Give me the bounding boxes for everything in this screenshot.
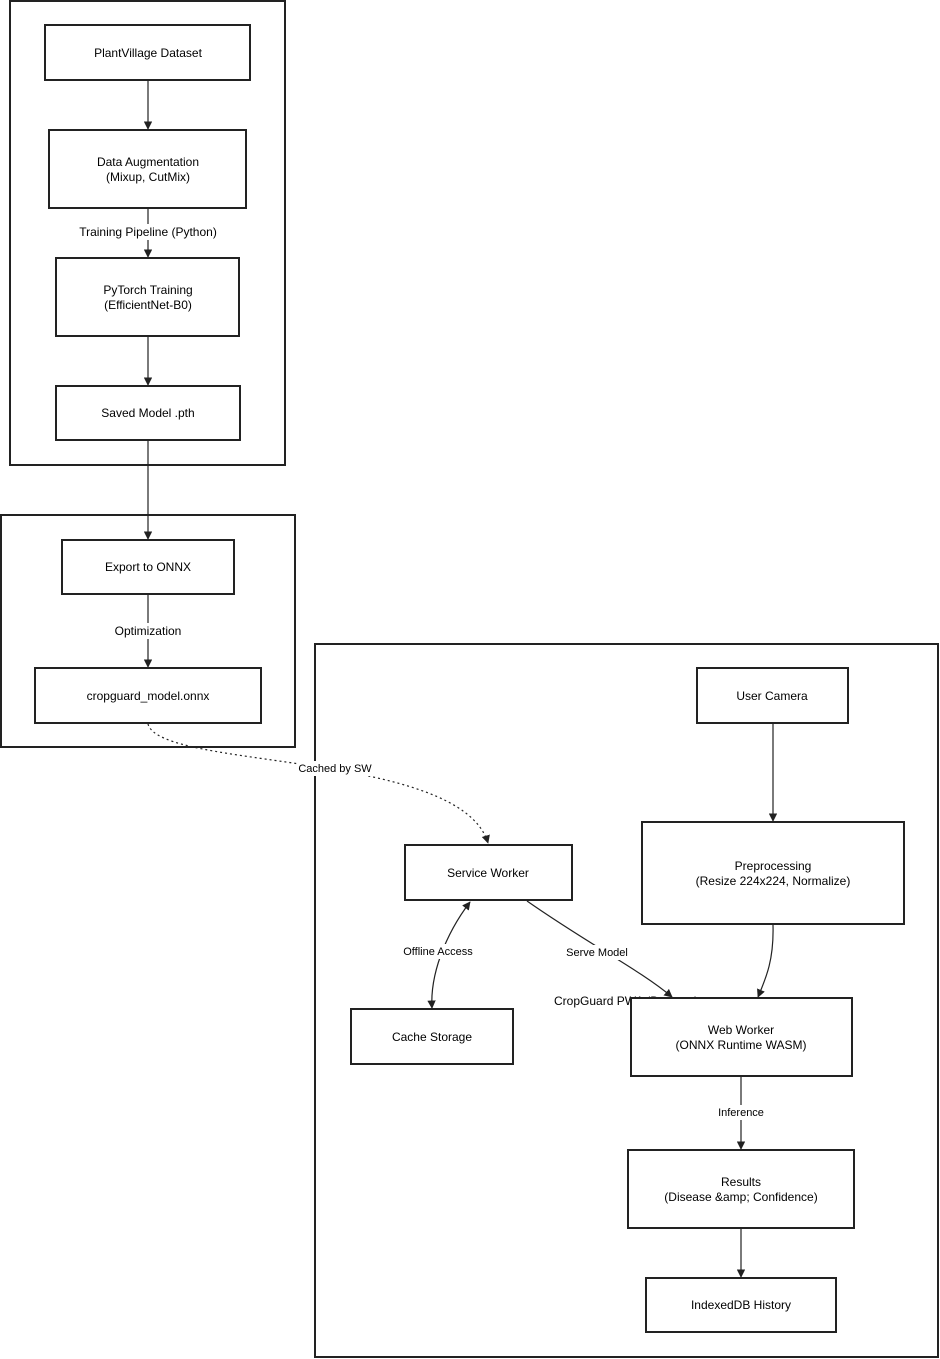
edge-onnx-sw xyxy=(147,723,490,844)
node-label: Saved Model .pth xyxy=(101,406,194,420)
node-preprocessing[interactable]: Preprocessing (Resize 224x224, Normalize… xyxy=(641,821,905,925)
node-label: Data Augmentation xyxy=(97,155,199,169)
node-cropguard-model-onnx[interactable]: cropguard_model.onnx xyxy=(34,667,262,724)
node-pytorch-training[interactable]: PyTorch Training (EfficientNet-B0) xyxy=(55,257,240,337)
node-indexeddb-history[interactable]: IndexedDB History xyxy=(645,1277,837,1333)
edge-label-inference-group: Inference xyxy=(714,1105,768,1120)
node-saved-model[interactable]: Saved Model .pth xyxy=(55,385,241,441)
edge-label-cached-by-sw: Cached by SW xyxy=(298,763,372,775)
edge-label-serve: Serve Model xyxy=(564,945,630,960)
node-label: Web Worker xyxy=(708,1023,774,1037)
edge-label-inference: Inference xyxy=(718,1107,764,1119)
node-sublabel: (Resize 224x224, Normalize) xyxy=(696,874,851,888)
node-label: Preprocessing xyxy=(735,859,812,873)
node-sublabel: (Mixup, CutMix) xyxy=(106,170,190,184)
node-label: PyTorch Training xyxy=(103,283,192,297)
node-label: Service Worker xyxy=(447,866,529,880)
node-service-worker[interactable]: Service Worker xyxy=(404,844,573,901)
node-results[interactable]: Results (Disease &amp; Confidence) xyxy=(627,1149,855,1229)
group-title-optimization: Optimization xyxy=(115,624,182,638)
group-label-optimization: Optimization xyxy=(112,623,184,639)
node-plantvillage-dataset[interactable]: PlantVillage Dataset xyxy=(44,24,251,81)
edge-label-cached: Cached by SW xyxy=(297,761,374,776)
node-user-camera[interactable]: User Camera xyxy=(696,667,849,724)
edge-label-offline-access: Offline Access xyxy=(403,946,473,958)
node-web-worker[interactable]: Web Worker (ONNX Runtime WASM) xyxy=(630,997,853,1077)
node-data-augmentation[interactable]: Data Augmentation (Mixup, CutMix) xyxy=(48,129,247,209)
node-label: cropguard_model.onnx xyxy=(87,689,210,703)
edge-label-serve-model: Serve Model xyxy=(566,947,628,959)
edge-prep-worker xyxy=(757,924,774,998)
node-sublabel: (ONNX Runtime WASM) xyxy=(676,1038,807,1052)
node-cache-storage[interactable]: Cache Storage xyxy=(350,1008,514,1065)
node-sublabel: (Disease &amp; Confidence) xyxy=(664,1190,817,1204)
node-label: Export to ONNX xyxy=(105,560,191,574)
edge-label-offline: Offline Access xyxy=(401,944,475,959)
node-export-onnx[interactable]: Export to ONNX xyxy=(61,539,235,595)
node-label: Results xyxy=(721,1175,761,1189)
node-label: PlantVillage Dataset xyxy=(94,46,203,60)
node-label: Cache Storage xyxy=(392,1030,472,1044)
node-label: User Camera xyxy=(736,689,808,703)
group-title-training: Training Pipeline (Python) xyxy=(79,225,217,239)
group-label-training: Training Pipeline (Python) xyxy=(78,224,218,240)
node-label: IndexedDB History xyxy=(691,1298,791,1312)
node-sublabel: (EfficientNet-B0) xyxy=(104,298,192,312)
